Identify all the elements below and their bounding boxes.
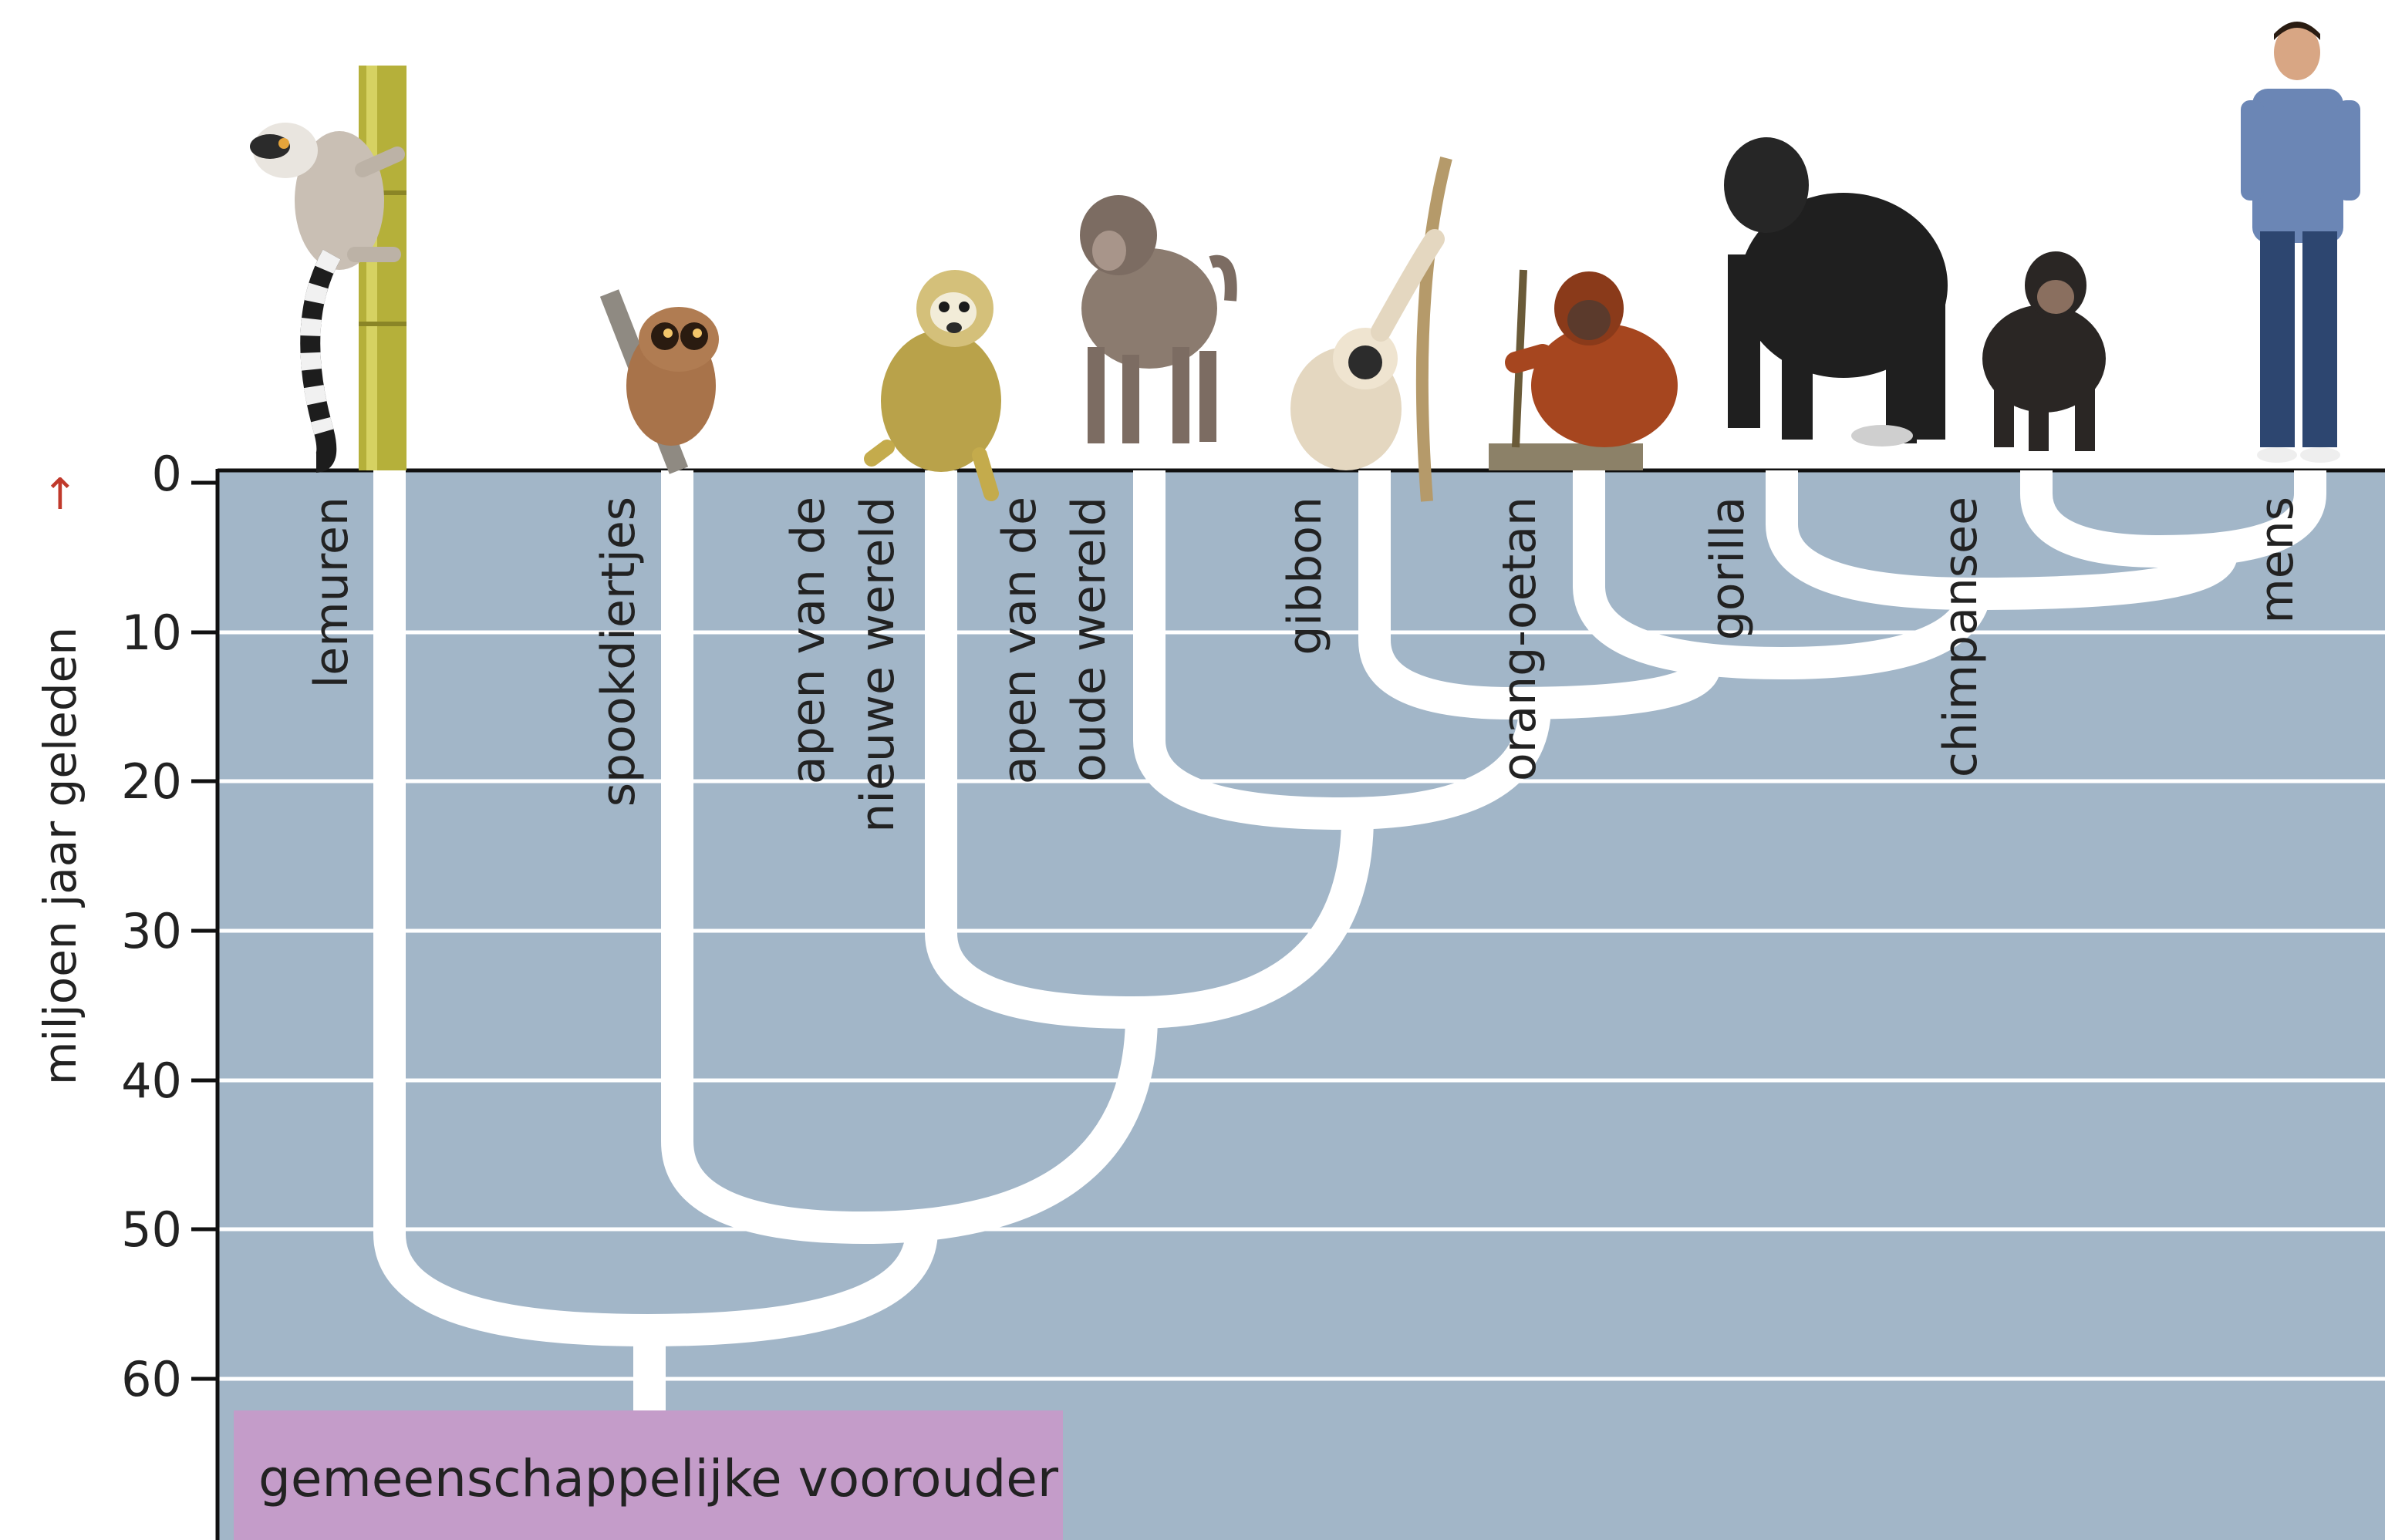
taxon-label-gorilla: gorilla	[1701, 497, 1755, 640]
chimpanzee-icon	[1982, 251, 2106, 451]
lemur-icon	[250, 66, 406, 470]
taxon-label-mens: mens	[2250, 497, 2304, 624]
gorilla-icon	[1724, 137, 1948, 446]
gibbon-icon	[1290, 158, 1446, 501]
tick-label-20: 20	[121, 753, 182, 810]
taxon-label-gibbon: gibbon	[1278, 497, 1332, 655]
tick-label-40: 40	[121, 1053, 182, 1109]
axis-arrow-icon: ↑	[42, 470, 79, 520]
taxon-label-nieuwe-wereld-1: apen van de	[781, 497, 835, 784]
tick-label-60: 60	[121, 1351, 182, 1407]
baboon-icon	[1080, 195, 1231, 443]
taxon-label-lemuren: lemuren	[305, 497, 359, 688]
taxon-label-nieuwe-wereld-2: nieuwe wereld	[851, 497, 905, 833]
tick-label-10: 10	[121, 605, 182, 661]
orangutan-icon	[1489, 270, 1678, 470]
taxon-label-oude-wereld-2: oude wereld	[1062, 497, 1116, 782]
squirrel-monkey-icon	[872, 270, 1001, 494]
taxon-label-orang-oetan: orang-oetan	[1493, 497, 1547, 781]
taxon-label-spookdiertjes: spookdiertjes	[592, 497, 646, 807]
taxon-label-oude-wereld-1: apen van de	[993, 497, 1047, 784]
human-icon	[2241, 22, 2360, 463]
axis-title: miljoen jaar geleden	[34, 627, 86, 1085]
tick-label-50: 50	[121, 1201, 182, 1258]
ancestor-label: gemeenschappelijke voorouder	[258, 1449, 1059, 1508]
taxon-label-chimpansee: chimpansee	[1934, 497, 1988, 777]
tick-label-0: 0	[152, 446, 182, 502]
tick-label-30: 30	[121, 903, 182, 959]
tarsier-icon	[609, 293, 719, 470]
